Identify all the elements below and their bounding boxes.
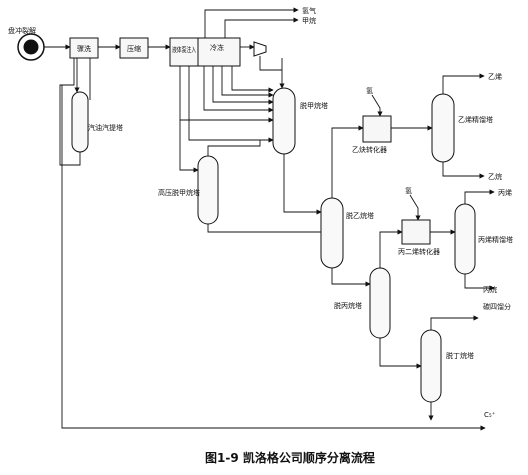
cooling-label: 冷冻 [210, 43, 224, 52]
deethanizer-label: 脱乙烷塔 [346, 211, 374, 220]
methane-label: 甲烷 [302, 16, 316, 25]
steam-stripper-label: 汽油汽提塔 [88, 123, 123, 132]
mixed-c4-label: 碳四馏分 [483, 302, 511, 311]
expander-symbol [253, 41, 267, 57]
quench-label: 骤洗 [77, 44, 91, 53]
propyne-reactor-box [401, 219, 431, 245]
propylene-label: 丙烯 [498, 188, 512, 197]
debutanizer-label: 脱丁烷塔 [446, 351, 474, 360]
c5plus-label: C₅⁺ [484, 411, 496, 419]
propylene-splitter-label: 丙烯精馏塔 [478, 235, 513, 244]
feed-furnace [17, 33, 45, 61]
propylene-splitter-vessel [454, 203, 476, 275]
demethanizer-label: 脱甲烷塔 [300, 101, 328, 110]
debutanizer-vessel [420, 329, 442, 403]
ethylene-splitter-vessel [431, 93, 455, 163]
acetylene-reactor-box [362, 115, 392, 143]
demethanizer-vessel [272, 87, 296, 155]
deethanizer-vessel [320, 197, 344, 269]
hp-demethanizer-vessel [197, 155, 219, 225]
ethylene-splitter-label: 乙烯精馏塔 [458, 115, 493, 124]
dry-inject-label: 液体泵注入 [172, 45, 196, 54]
hydrogen-label: 氢气 [302, 6, 316, 15]
h2-feed-2-label: 氢 [405, 186, 412, 195]
feed-label: 盘冲裂解 [8, 26, 36, 35]
figure-caption: 图1-9 凯洛格公司顺序分离流程 [205, 450, 375, 465]
steam-stripper-vessel [71, 91, 89, 153]
propane-label: 丙烷 [483, 285, 497, 294]
compressor-label: 压缩 [127, 44, 141, 53]
propyne-reactor-label: 丙二烯转化器 [398, 247, 440, 256]
cooling-box [197, 37, 241, 67]
depropanizer-vessel [369, 267, 391, 339]
hp-demethanizer-label: 高压脱甲烷塔 [158, 188, 200, 197]
depropanizer-label: 脱丙烷塔 [334, 301, 362, 310]
h2-feed-1-label: 氢 [366, 86, 373, 95]
ethylene-label: 乙烯 [488, 72, 502, 81]
ethane-label: 乙烷 [488, 172, 502, 181]
acetylene-reactor-label: 乙炔转化器 [352, 145, 387, 154]
